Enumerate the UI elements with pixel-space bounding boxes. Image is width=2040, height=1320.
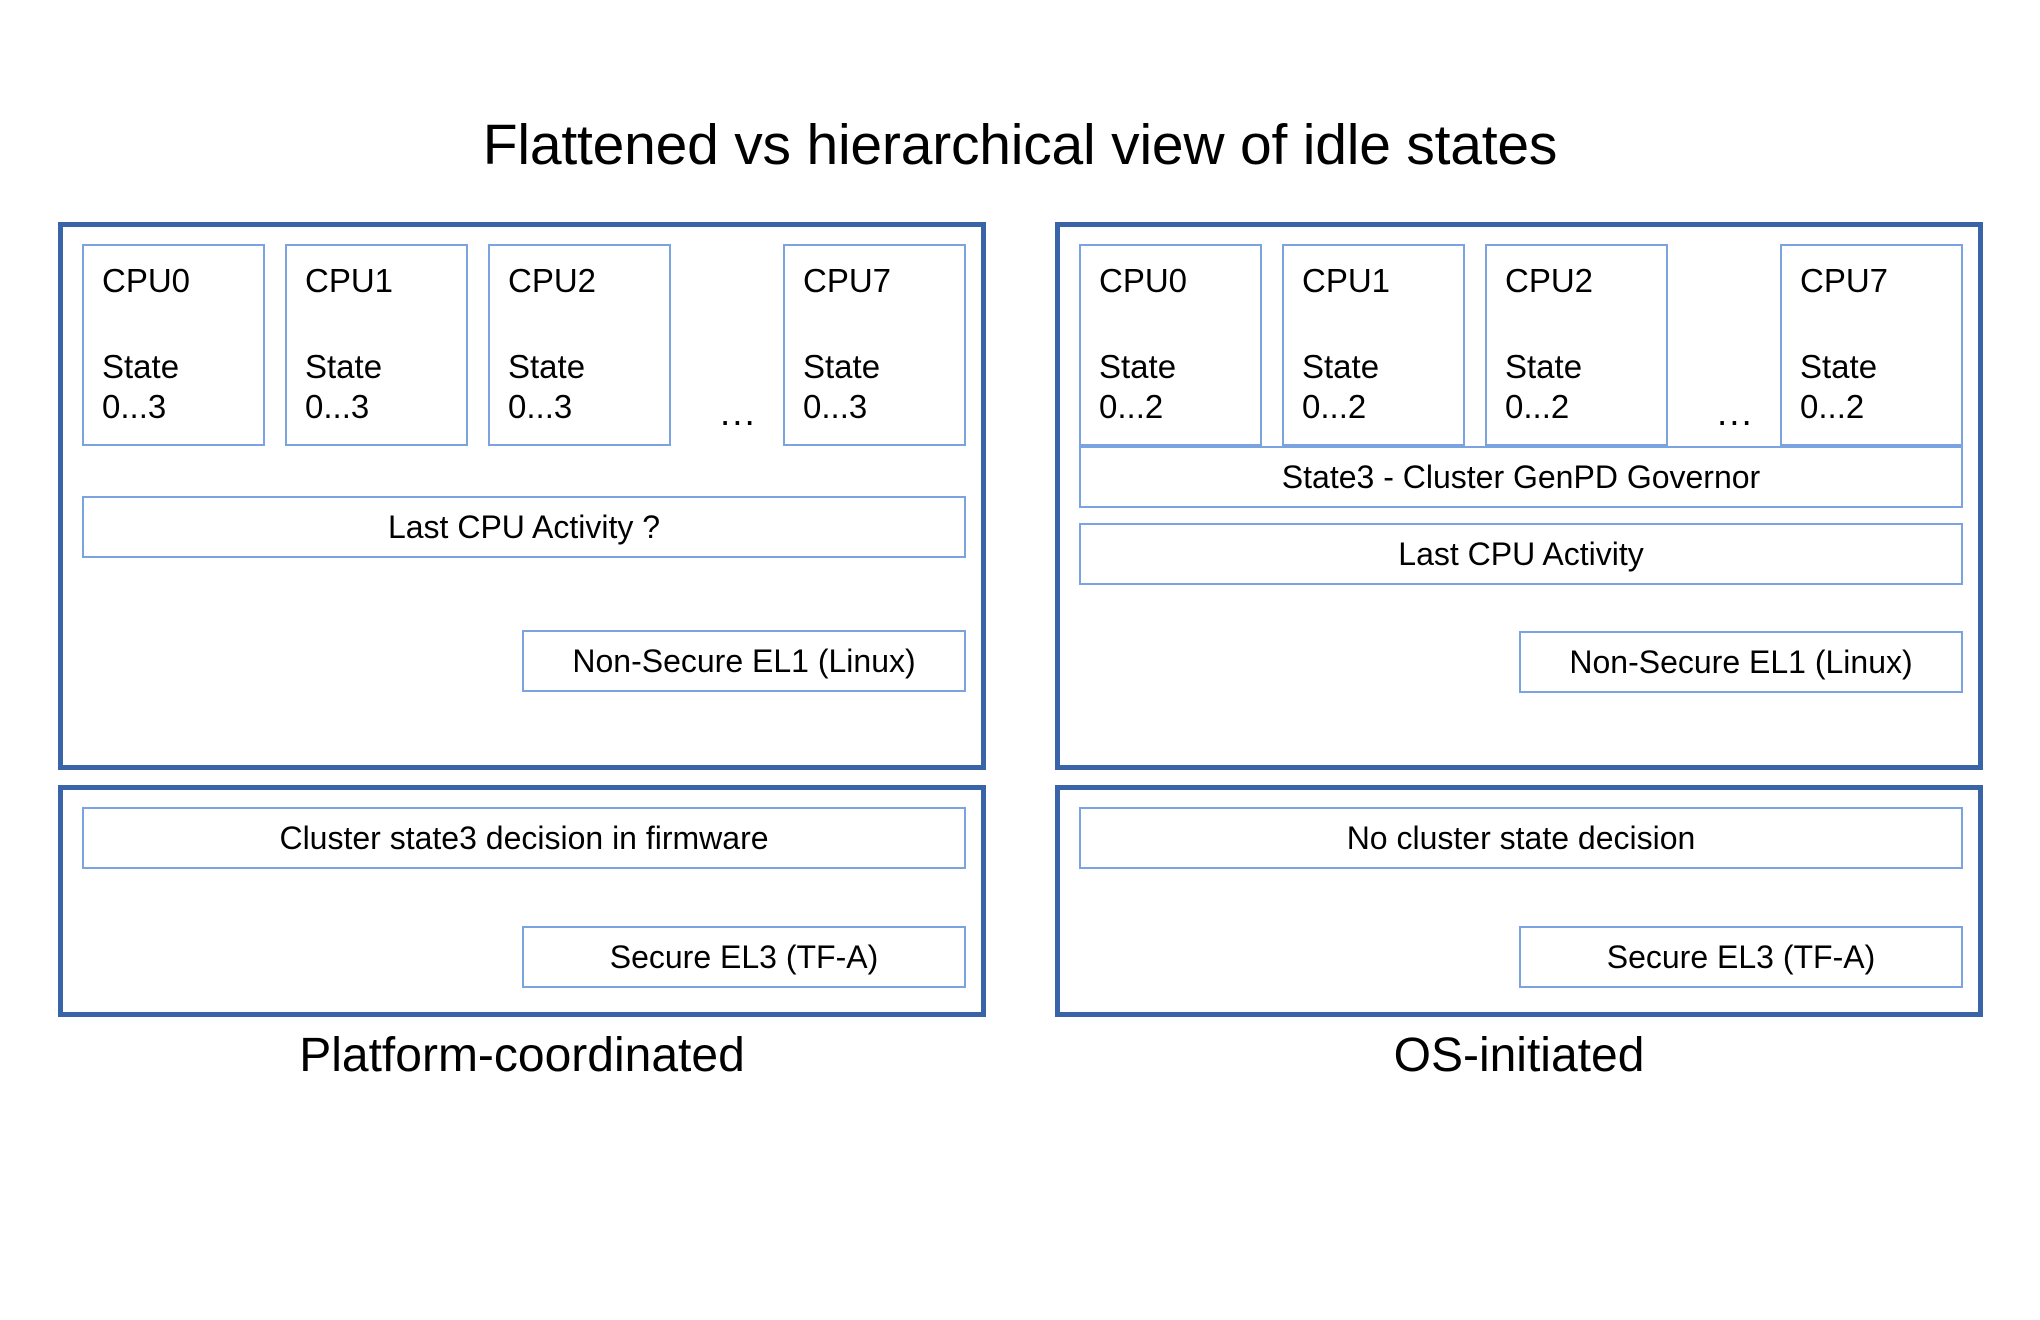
cpu-box-state: State 0...2: [1302, 347, 1379, 426]
cpu-state-label: State: [508, 348, 586, 385]
cpu-state-range: 0...2: [1302, 387, 1367, 425]
cpu-box-state: State 0...3: [102, 347, 179, 426]
bar-last-cpu-activity[interactable]: Last CPU Activity: [1079, 523, 1963, 585]
cpu-box-title: CPU0: [102, 262, 191, 299]
cpu-box-state: State 0...2: [1099, 347, 1176, 426]
cpu-state-range: 0...2: [1800, 387, 1865, 425]
cpu-box-cpu0[interactable]: CPU0 State 0...2: [1079, 244, 1262, 446]
cpu-state-range: 0...3: [102, 387, 167, 425]
bar-cluster-state-decision[interactable]: No cluster state decision: [1079, 807, 1963, 869]
cpu-box-cpu7[interactable]: CPU7 State 0...2: [1780, 244, 1963, 446]
cpu-box-cpu2[interactable]: CPU2 State 0...2: [1485, 244, 1668, 446]
cpu-state-label: State: [1800, 348, 1878, 385]
exception-level-badge-el3: Secure EL3 (TF-A): [1519, 926, 1963, 988]
cpu-box-state: State 0...2: [1800, 347, 1877, 426]
cpu-state-label: State: [102, 348, 180, 385]
cpu-box-cpu1[interactable]: CPU1 State 0...3: [285, 244, 468, 446]
cpu-box-state: State 0...3: [508, 347, 585, 426]
cpu-state-label: State: [803, 348, 881, 385]
column-caption-os-initiated: OS-initiated: [1393, 1029, 1645, 1082]
cpu-box-title: CPU1: [1302, 262, 1391, 299]
cpu-box-title: CPU2: [1505, 262, 1594, 299]
column-caption-platform-coordinated: Platform-coordinated: [299, 1029, 745, 1082]
cpu-state-label: State: [1302, 348, 1380, 385]
bar-last-cpu-activity[interactable]: Last CPU Activity ?: [82, 496, 966, 558]
column-platform-coordinated: CPU0 State 0...3 CPU1 State 0...3 CPU2 S…: [58, 222, 986, 1017]
cpu-row-ellipsis: ...: [720, 392, 757, 433]
cpu-state-label: State: [305, 348, 383, 385]
exception-level-badge-el3: Secure EL3 (TF-A): [522, 926, 966, 988]
cpu-state-range: 0...3: [508, 387, 573, 425]
cpu-box-title: CPU7: [803, 262, 892, 299]
firmware-panel-platform-coordinated: Cluster state3 decision in firmware Secu…: [58, 785, 986, 1017]
cpu-box-state: State 0...3: [305, 347, 382, 426]
cpu-box-cpu7[interactable]: CPU7 State 0...3: [783, 244, 966, 446]
cpu-row: CPU0 State 0...3 CPU1 State 0...3 CPU2 S…: [82, 244, 966, 446]
firmware-panel-os-initiated: No cluster state decision Secure EL3 (TF…: [1055, 785, 1983, 1017]
cpu-box-cpu2[interactable]: CPU2 State 0...3: [488, 244, 671, 446]
cpu-box-title: CPU7: [1800, 262, 1889, 299]
cpu-state-range: 0...2: [1505, 387, 1570, 425]
bar-cluster-genpd-governor[interactable]: State3 - Cluster GenPD Governor: [1079, 446, 1963, 508]
cpu-row: CPU0 State 0...2 CPU1 State 0...2 CPU2 S…: [1079, 244, 1963, 446]
cpu-box-state: State 0...3: [803, 347, 880, 426]
os-panel-os-initiated: CPU0 State 0...2 CPU1 State 0...2 CPU2 S…: [1055, 222, 1983, 770]
cpu-state-label: State: [1505, 348, 1583, 385]
cpu-state-label: State: [1099, 348, 1177, 385]
exception-level-badge-el1: Non-Secure EL1 (Linux): [522, 630, 966, 692]
cpu-box-state: State 0...2: [1505, 347, 1582, 426]
exception-level-badge-el1: Non-Secure EL1 (Linux): [1519, 631, 1963, 693]
bar-cluster-state-decision[interactable]: Cluster state3 decision in firmware: [82, 807, 966, 869]
cpu-box-title: CPU0: [1099, 262, 1188, 299]
cpu-box-title: CPU2: [508, 262, 597, 299]
cpu-state-range: 0...3: [305, 387, 370, 425]
cpu-state-range: 0...3: [803, 387, 868, 425]
column-os-initiated: CPU0 State 0...2 CPU1 State 0...2 CPU2 S…: [1055, 222, 1983, 1017]
cpu-box-title: CPU1: [305, 262, 394, 299]
page-title: Flattened vs hierarchical view of idle s…: [482, 113, 1558, 177]
os-panel-platform-coordinated: CPU0 State 0...3 CPU1 State 0...3 CPU2 S…: [58, 222, 986, 770]
cpu-row-ellipsis: ...: [1717, 392, 1754, 433]
cpu-box-cpu1[interactable]: CPU1 State 0...2: [1282, 244, 1465, 446]
cpu-box-cpu0[interactable]: CPU0 State 0...3: [82, 244, 265, 446]
cpu-state-range: 0...2: [1099, 387, 1164, 425]
